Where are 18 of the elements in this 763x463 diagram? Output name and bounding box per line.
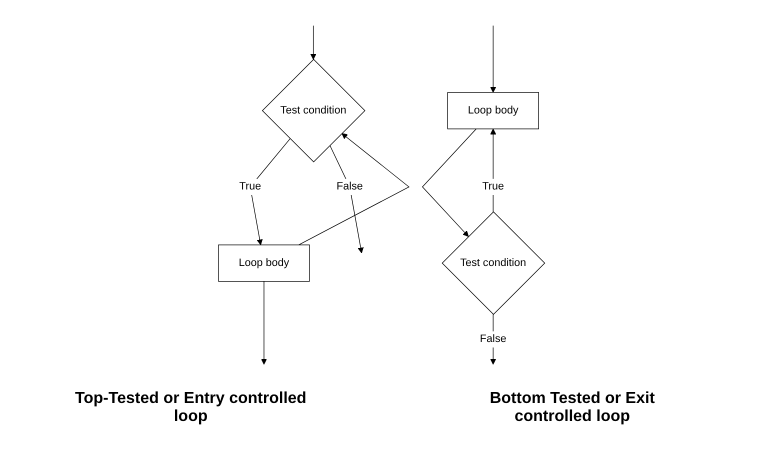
arrow: [490, 128, 496, 212]
arrow: [250, 138, 290, 246]
node-diamond: Test condition: [442, 211, 546, 315]
arrow: [260, 281, 267, 365]
arrow: [298, 133, 410, 246]
edge-label: False: [336, 180, 363, 192]
arrow: [329, 145, 364, 254]
edge-label: True: [482, 180, 504, 192]
caption-text: Bottom Tested or Exit controlled loop: [488, 390, 656, 426]
edge-label: False: [480, 333, 506, 345]
edge-label: True: [239, 180, 261, 192]
node-box: Loop body: [447, 92, 539, 130]
node-diamond: Test condition: [262, 58, 366, 162]
caption-text: Top-Tested or Entry controlled loop: [74, 390, 308, 426]
node-box: Loop body: [218, 244, 310, 282]
arrow: [422, 128, 476, 237]
arrow: [310, 25, 316, 60]
arrow: [490, 25, 496, 93]
